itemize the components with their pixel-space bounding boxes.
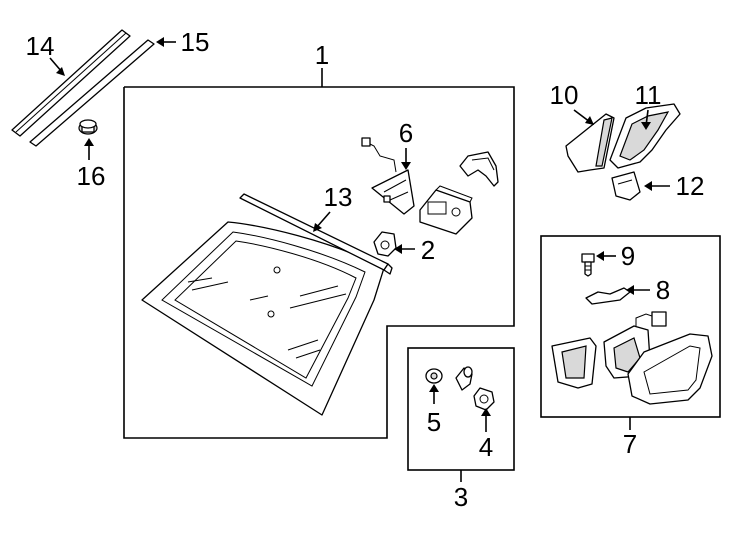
mount-bracket (373, 231, 397, 257)
arrow-12 (644, 181, 652, 191)
clip (455, 366, 473, 391)
mirror-cap (611, 171, 641, 201)
callout-5: 5 (427, 407, 441, 437)
fastener (473, 387, 495, 411)
arrow-4 (481, 408, 491, 416)
windshield-glass (141, 221, 385, 416)
callout-13: 13 (324, 182, 353, 212)
arrow-13 (313, 223, 322, 232)
mirror-glass-housing (627, 333, 713, 405)
callout-16: 16 (77, 161, 106, 191)
arrow-2 (394, 244, 402, 254)
windshield-group-box (123, 86, 515, 439)
arrow-6 (401, 162, 411, 170)
rain-sensor (419, 185, 473, 235)
mirror-harness (585, 287, 631, 305)
callout-7: 7 (623, 429, 637, 459)
sensor-bracket (459, 151, 499, 187)
mirror-bolt (581, 253, 595, 277)
callout-15: 15 (181, 27, 210, 57)
callout-1: 1 (315, 40, 329, 70)
washer (425, 368, 443, 384)
moulding-clip (78, 119, 98, 135)
callout-8: 8 (656, 275, 670, 305)
callout-14: 14 (26, 31, 55, 61)
callout-2: 2 (421, 235, 435, 265)
arrow-15 (156, 37, 164, 47)
callout-9: 9 (621, 241, 635, 271)
windshield-moulding (239, 193, 393, 275)
callout-11: 11 (635, 80, 662, 110)
arrow-5 (429, 384, 439, 392)
arrow-11 (641, 122, 651, 130)
leader-13 (315, 211, 331, 229)
callout-10: 10 (550, 80, 579, 110)
roof-moulding-right (29, 39, 155, 147)
arrow-8 (626, 285, 634, 295)
clip-group-box (407, 347, 515, 471)
roof-moulding-left (11, 29, 131, 137)
callout-3: 3 (454, 482, 468, 512)
arrow-9 (596, 251, 604, 261)
arrow-10 (585, 116, 594, 125)
callout-12: 12 (676, 171, 705, 201)
sensor-cover (361, 137, 415, 215)
arrow-16 (84, 138, 94, 146)
mirror-shell (609, 103, 681, 169)
mirror-cover-trim (565, 113, 615, 173)
callout-4: 4 (479, 432, 493, 462)
arrow-14 (56, 67, 65, 76)
mirror-base-cover (551, 337, 597, 389)
callout-6: 6 (399, 118, 413, 148)
